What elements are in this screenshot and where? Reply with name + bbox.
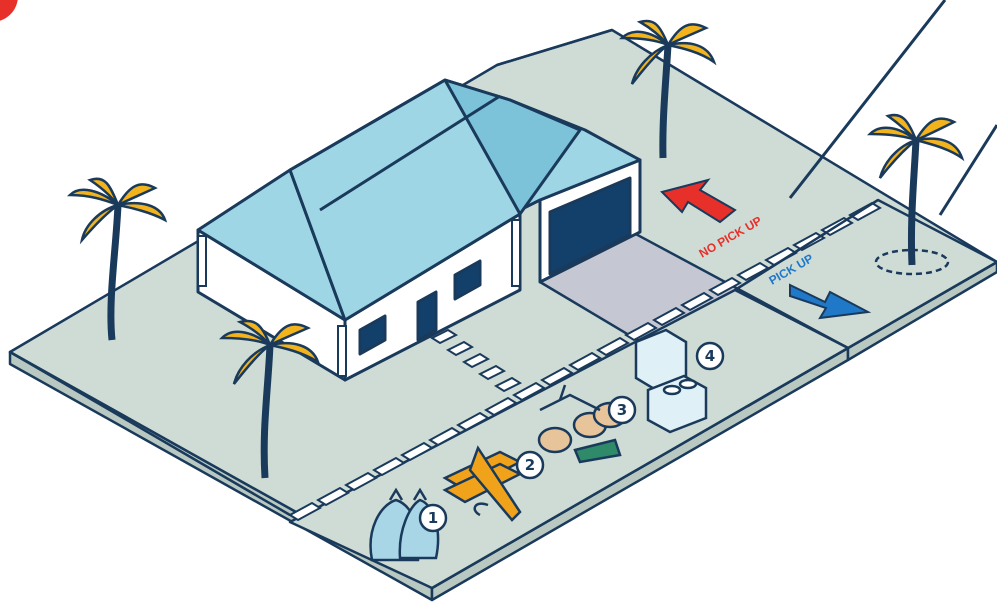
front-door (418, 292, 436, 340)
item-number-badge: 3 (609, 397, 635, 423)
svg-text:1: 1 (428, 509, 438, 527)
svg-text:4: 4 (705, 347, 715, 365)
corner-badge (0, 0, 18, 22)
item-number-badge: 2 (517, 452, 543, 478)
item-number-badge: 4 (697, 343, 723, 369)
svg-text:2: 2 (525, 456, 535, 474)
item-number-badge: 1 (420, 505, 446, 531)
svg-text:3: 3 (617, 401, 627, 419)
